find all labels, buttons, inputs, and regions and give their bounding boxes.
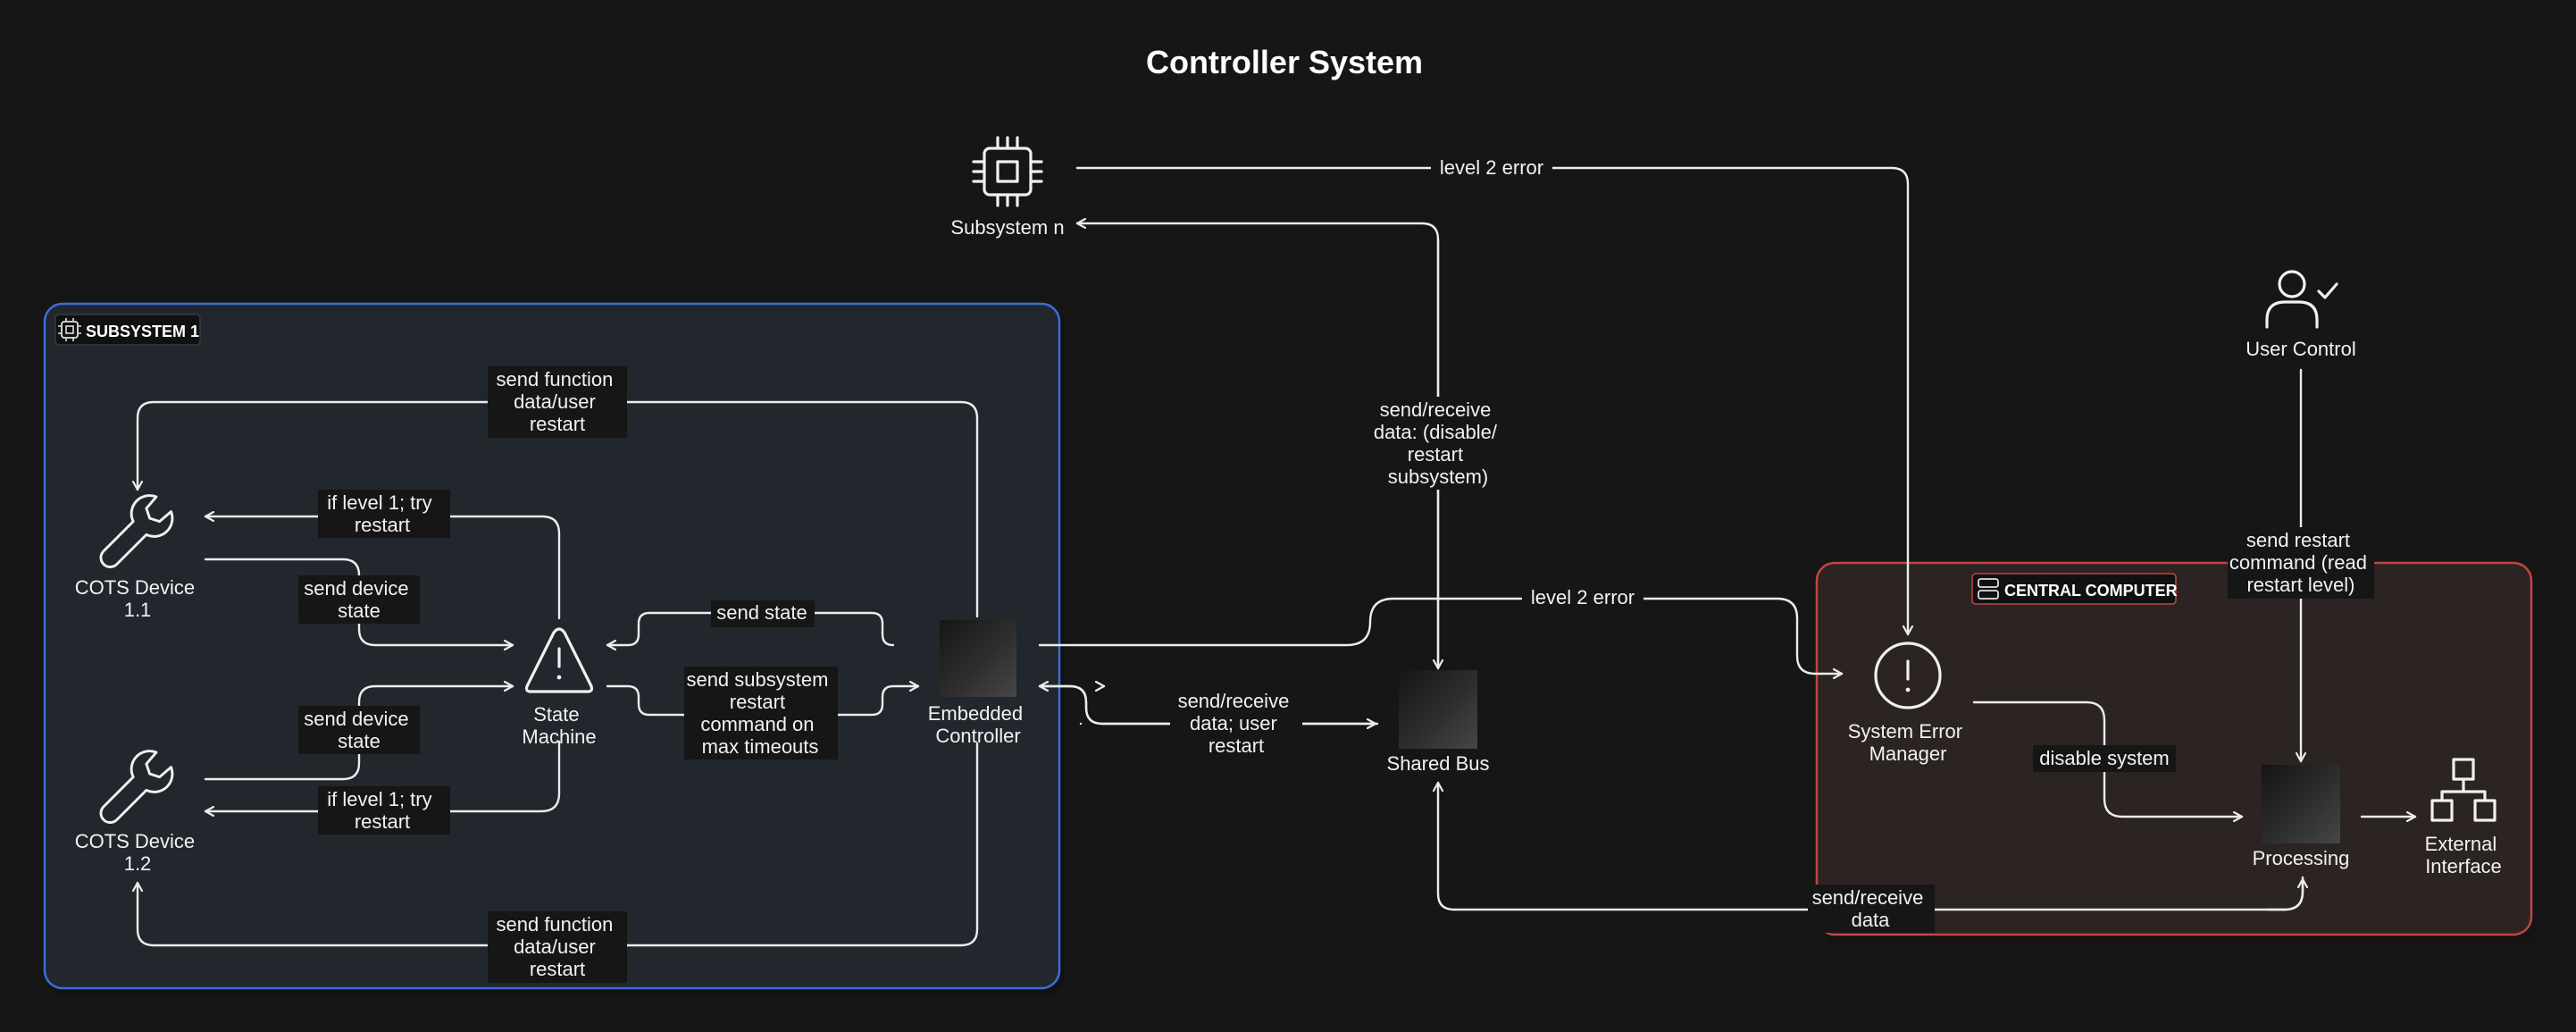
hierarchy-icon xyxy=(2430,758,2497,822)
node-cots-device-1-1: COTS Device 1.1 xyxy=(75,494,201,621)
group-label-subsystem-1: SUBSYSTEM 1 xyxy=(86,323,199,340)
node-shared-bus: Shared Bus xyxy=(1387,670,1490,775)
edge-label-level1-restart-bottom: if level 1; try restart xyxy=(327,788,438,833)
edge-label-level2-error-mid: level 2 error xyxy=(1531,586,1635,608)
edge-send-state xyxy=(606,611,895,645)
edge-label-send-receive-data: send/receive data xyxy=(1812,886,1929,931)
node-processing: Processing xyxy=(2253,765,2350,869)
edge-level1-restart-bottom xyxy=(204,740,561,811)
edge-label-send-device-state-bottom: send device state xyxy=(304,708,414,752)
node-label-shared-bus: Shared Bus xyxy=(1387,752,1490,775)
group-label-chip xyxy=(54,314,201,346)
edge-label-send-receive-disable: send/receive data: (disable/ restart sub… xyxy=(1374,399,1502,488)
group-label-chip xyxy=(1971,573,2177,605)
node-subsystem-n: Subsystem n xyxy=(950,136,1065,239)
edge-send-receive-data-up xyxy=(2267,877,2303,911)
wrench-icon xyxy=(99,494,174,568)
node-label-subsystem-n: Subsystem n xyxy=(950,216,1064,239)
box-icon xyxy=(940,620,1016,697)
node-user-control: User Control xyxy=(2246,270,2356,360)
node-label-state-machine: State Machine xyxy=(522,703,596,748)
edge-label-send-function-bottom: send function data/user restart xyxy=(497,913,619,980)
edge-label-level2-error-top: level 2 error xyxy=(1440,156,1543,179)
node-label-processing: Processing xyxy=(2253,847,2350,869)
node-label-cots-device-1-2: COTS Device 1.2 xyxy=(75,830,201,875)
edge-aux xyxy=(1079,686,1104,726)
edge-label-send-device-state-top: send device state xyxy=(304,577,414,622)
node-external-interface: External Interface xyxy=(2425,758,2503,877)
box-icon xyxy=(1399,670,1477,749)
edge-label-send-state: send state xyxy=(716,601,807,624)
diagram-title: Controller System xyxy=(1146,44,1423,80)
edge-level1-restart-top xyxy=(204,516,561,620)
node-label-external-interface: External Interface xyxy=(2425,833,2503,877)
edge-label-disable-system: disable system xyxy=(2039,747,2170,769)
edge-level2-error-mid xyxy=(1038,597,1844,674)
edge-send-receive-user-restart xyxy=(1038,684,1377,724)
server-icon xyxy=(1978,578,1999,600)
node-system-error-manager: System Error Manager xyxy=(1848,642,1968,765)
node-label-embedded-controller: Embedded Controller xyxy=(928,702,1029,747)
wrench-icon xyxy=(99,750,174,824)
edge-label-send-function-top: send function data/user restart xyxy=(497,368,619,435)
chip-icon xyxy=(972,136,1043,207)
group-label-central-computer: CENTRAL COMPUTER xyxy=(2004,582,2178,600)
edge-label-level1-restart-top: if level 1; try restart xyxy=(327,491,438,536)
alert-circle-icon xyxy=(1874,642,1942,709)
edges xyxy=(138,166,2417,947)
warning-icon xyxy=(524,627,594,693)
node-label-user-control: User Control xyxy=(2246,338,2355,360)
node-label-cots-device-1-1: COTS Device 1.1 xyxy=(75,576,201,621)
node-label-system-error-manager: System Error Manager xyxy=(1848,720,1968,765)
group-subsystem-1: SUBSYSTEM 1 xyxy=(43,302,1065,995)
edge-label-send-restart-command: send restart command (read restart level… xyxy=(2229,529,2372,596)
node-cots-device-1-2: COTS Device 1.2 xyxy=(75,750,201,875)
node-state-machine: State Machine xyxy=(522,627,597,748)
edge-level2-error-top xyxy=(1075,166,1908,636)
edge-label-send-subsystem-restart: send subsystem restart command on max ti… xyxy=(686,668,833,758)
chip-icon xyxy=(58,318,81,341)
edge-label-send-receive-user-restart: send/receive data; user restart xyxy=(1178,690,1295,757)
node-embedded-controller: Embedded Controller xyxy=(928,620,1029,747)
user-check-icon xyxy=(2265,270,2338,329)
edge-labels: send function data/user restart if level… xyxy=(298,155,2374,983)
box-icon xyxy=(2262,765,2340,843)
